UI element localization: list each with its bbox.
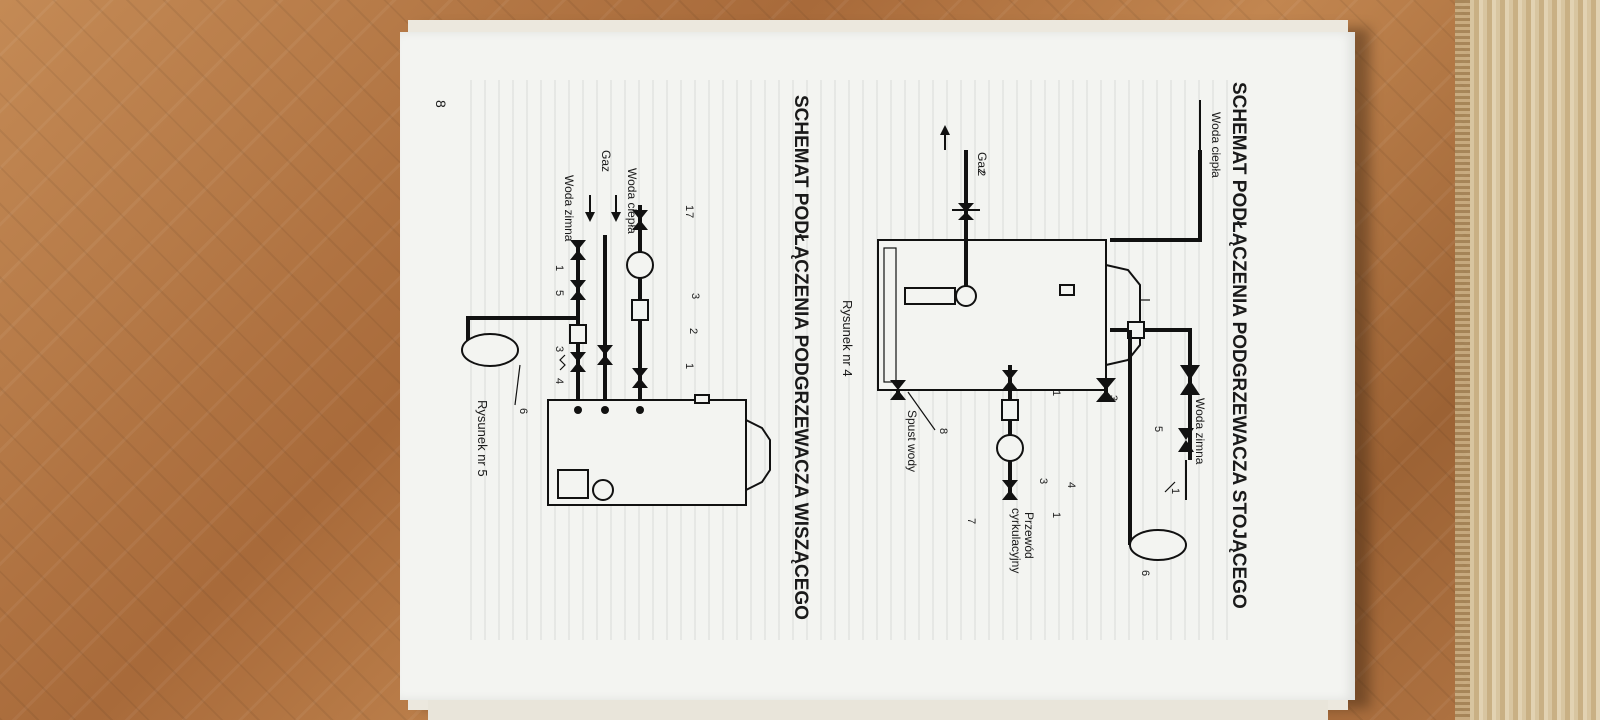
figure-4-standing-heater: Gaz Woda ciepła Woda zimna Przewód cyrku… (840, 100, 1223, 576)
fig5-label-woda-ciepla: Woda ciepła (625, 168, 639, 234)
fig5-num-6: 6 (517, 408, 529, 414)
fig4-cold-water-pipe (1110, 328, 1192, 460)
fig5-caption: Rysunek nr 5 (475, 400, 490, 477)
fig4-hot-water-pipe (1110, 150, 1202, 242)
fig4-expansion-vessel (1129, 529, 1187, 561)
fig4-num-6: 6 (1139, 570, 1151, 576)
fig4-caption: Rysunek nr 4 (840, 300, 855, 377)
fig5-label-woda-zimna: Woda zimna (562, 175, 576, 242)
fig5-num-7: 7 (683, 212, 695, 218)
fig4-label-woda-ciepla: Woda ciepła (1209, 112, 1223, 178)
fig5-num-1a: 1 (683, 205, 695, 211)
fig4-pump (996, 434, 1024, 462)
fig5-num-2: 2 (687, 328, 699, 334)
fig4-tank (877, 239, 1107, 391)
fig4-num-1a: 1 (1169, 488, 1181, 494)
fig4-num-2: 2 (975, 170, 987, 176)
page-title-top: SCHEMAT PODŁĄCZENIA PODGRZEWACZA STOJĄCE… (1228, 82, 1249, 609)
fig5-pump (626, 251, 654, 279)
fig4-num-3b: 3 (1037, 478, 1049, 484)
fig4-indicator (1059, 284, 1075, 296)
rug (1470, 0, 1600, 720)
page-title-bottom: SCHEMAT PODŁĄCZENIA PODGRZEWACZA WISZĄCE… (790, 95, 811, 620)
fig5-gas-valve (592, 479, 614, 501)
fig4-gas-valve (955, 285, 977, 307)
fig4-label-spust-wody: Spust wody (905, 410, 919, 472)
fig5-num-1b: 1 (683, 363, 695, 369)
fig4-num-5: 5 (1152, 426, 1164, 432)
fig4-num-8: 8 (937, 428, 949, 434)
page-number: 8 (433, 100, 449, 108)
fig4-num-3a: 3 (1107, 395, 1119, 401)
fig5-num-3a: 3 (689, 293, 701, 299)
fig5-num-4: 4 (553, 378, 565, 384)
fig5-num-3b: 3 (553, 346, 565, 352)
fig5-num-5: 5 (553, 290, 565, 296)
fig5-flue-hood (745, 419, 771, 491)
fig4-label-gaz: Gaz (975, 152, 989, 174)
fig5-expansion-vessel (461, 333, 519, 367)
fig4-num-1c: 1 (1050, 512, 1062, 518)
fig4-flue-hood (1105, 264, 1141, 366)
fig4-num-4: 4 (1065, 482, 1077, 488)
fig5-num-1c: 1 (553, 265, 565, 271)
fig4-label-woda-zimna: Woda zimna (1193, 398, 1207, 465)
figure-5-wall-heater: Woda ciepła Gaz Woda zimna 1 1 1 2 3 3 4… (461, 150, 771, 506)
fig4-label-cyrkulacyjny: cyrkulacyjny (1009, 508, 1023, 573)
fig5-label-gaz: Gaz (599, 150, 613, 172)
fig4-num-1b: 1 (1050, 390, 1062, 396)
fig4-label-przewod: Przewód (1022, 512, 1036, 559)
fig4-num-7: 7 (965, 518, 977, 524)
